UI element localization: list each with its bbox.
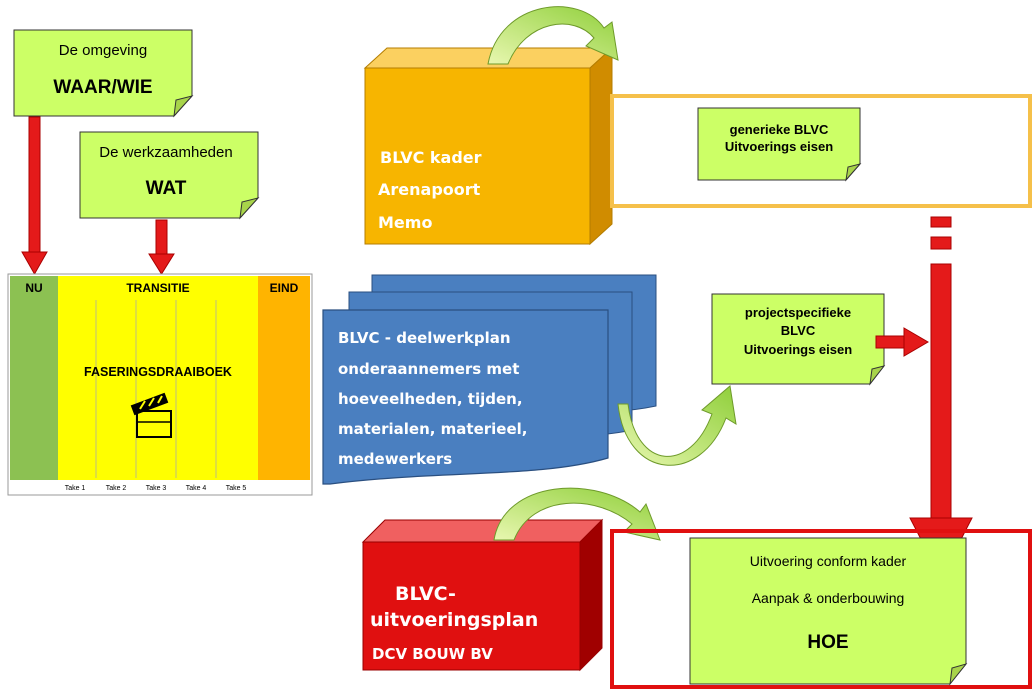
doc-line5: medewerkers [338, 450, 452, 468]
environment-line2: WAAR/WIE [53, 77, 152, 98]
nu-label: NU [25, 281, 42, 295]
plan-line3: DCV BOUW BV [372, 645, 493, 663]
generic-line2: Uitvoerings eisen [725, 139, 833, 154]
work-note: De werkzaamheden WAT [79, 131, 260, 220]
arrow-main-down [909, 216, 973, 580]
environment-line1: De omgeving [59, 42, 147, 59]
doc-line3: hoeveelheden, tijden, [338, 390, 523, 408]
doc-line1: BLVC - deelwerkplan [338, 329, 511, 347]
result-frame [610, 529, 1032, 689]
result-note: Uitvoering conform kader Aanpak & onderb… [689, 537, 968, 686]
project-line3: Uitvoerings eisen [744, 342, 852, 357]
nu-column [10, 276, 58, 480]
project-line1: projectspecifieke [745, 305, 851, 320]
work-line2: WAT [146, 178, 187, 199]
project-note: projectspecifieke BLVC Uitvoerings eisen [711, 293, 886, 386]
eind-column [258, 276, 310, 480]
generic-line1: generieke BLVC [730, 122, 829, 137]
doc-line2: onderaannemers met [338, 360, 519, 378]
take-dividers [95, 300, 217, 478]
transitie-label: TRANSITIE [126, 281, 189, 295]
kader-cube: BLVC kader Arenapoort Memo [363, 46, 614, 246]
take-4-label: Take 4 [186, 485, 207, 492]
doc-line4: materialen, materieel, [338, 420, 528, 438]
kader-line2: Arenapoort [378, 180, 481, 199]
transitie-column [58, 276, 258, 480]
arrow-project-to-main [875, 327, 929, 357]
eind-label: EIND [270, 281, 299, 295]
generic-frame [610, 94, 1032, 208]
result-line3: HOE [807, 632, 848, 653]
take-3-label: Take 3 [146, 485, 167, 492]
plan-cube: BLVC- uitvoeringsplan DCV BOUW BV [361, 518, 604, 672]
document-stack: BLVC - deelwerkplan onderaannemers met h… [322, 274, 657, 485]
plan-line1: BLVC- [395, 583, 456, 605]
curved-arrow-middle [617, 385, 737, 466]
kader-line3: Memo [378, 213, 432, 232]
project-line2: BLVC [781, 323, 816, 338]
curved-arrow-bottom [493, 487, 661, 541]
result-line1: Uitvoering conform kader [750, 553, 907, 569]
transition-panel: NU TRANSITIE EIND FASERINGSDRAAIBOEK Tak… [7, 273, 313, 496]
take-1-label: Take 1 [65, 485, 86, 492]
take-2-label: Take 2 [106, 485, 127, 492]
faseringsdraaiboek-label: FASERINGSDRAAIBOEK [84, 365, 232, 379]
result-line2: Aanpak & onderbouwing [752, 590, 905, 606]
arrow-work-to-transition [148, 219, 175, 275]
environment-note: De omgeving WAAR/WIE [13, 29, 194, 118]
clapperboard-icon [130, 392, 172, 438]
kader-line1: BLVC kader [380, 148, 482, 167]
curved-arrow-top [487, 6, 619, 65]
work-line1: De werkzaamheden [99, 144, 232, 161]
plan-line2: uitvoeringsplan [370, 609, 538, 631]
generic-note: generieke BLVC Uitvoerings eisen [697, 107, 862, 182]
arrow-environment-to-nu [21, 116, 48, 276]
take-5-label: Take 5 [226, 485, 247, 492]
